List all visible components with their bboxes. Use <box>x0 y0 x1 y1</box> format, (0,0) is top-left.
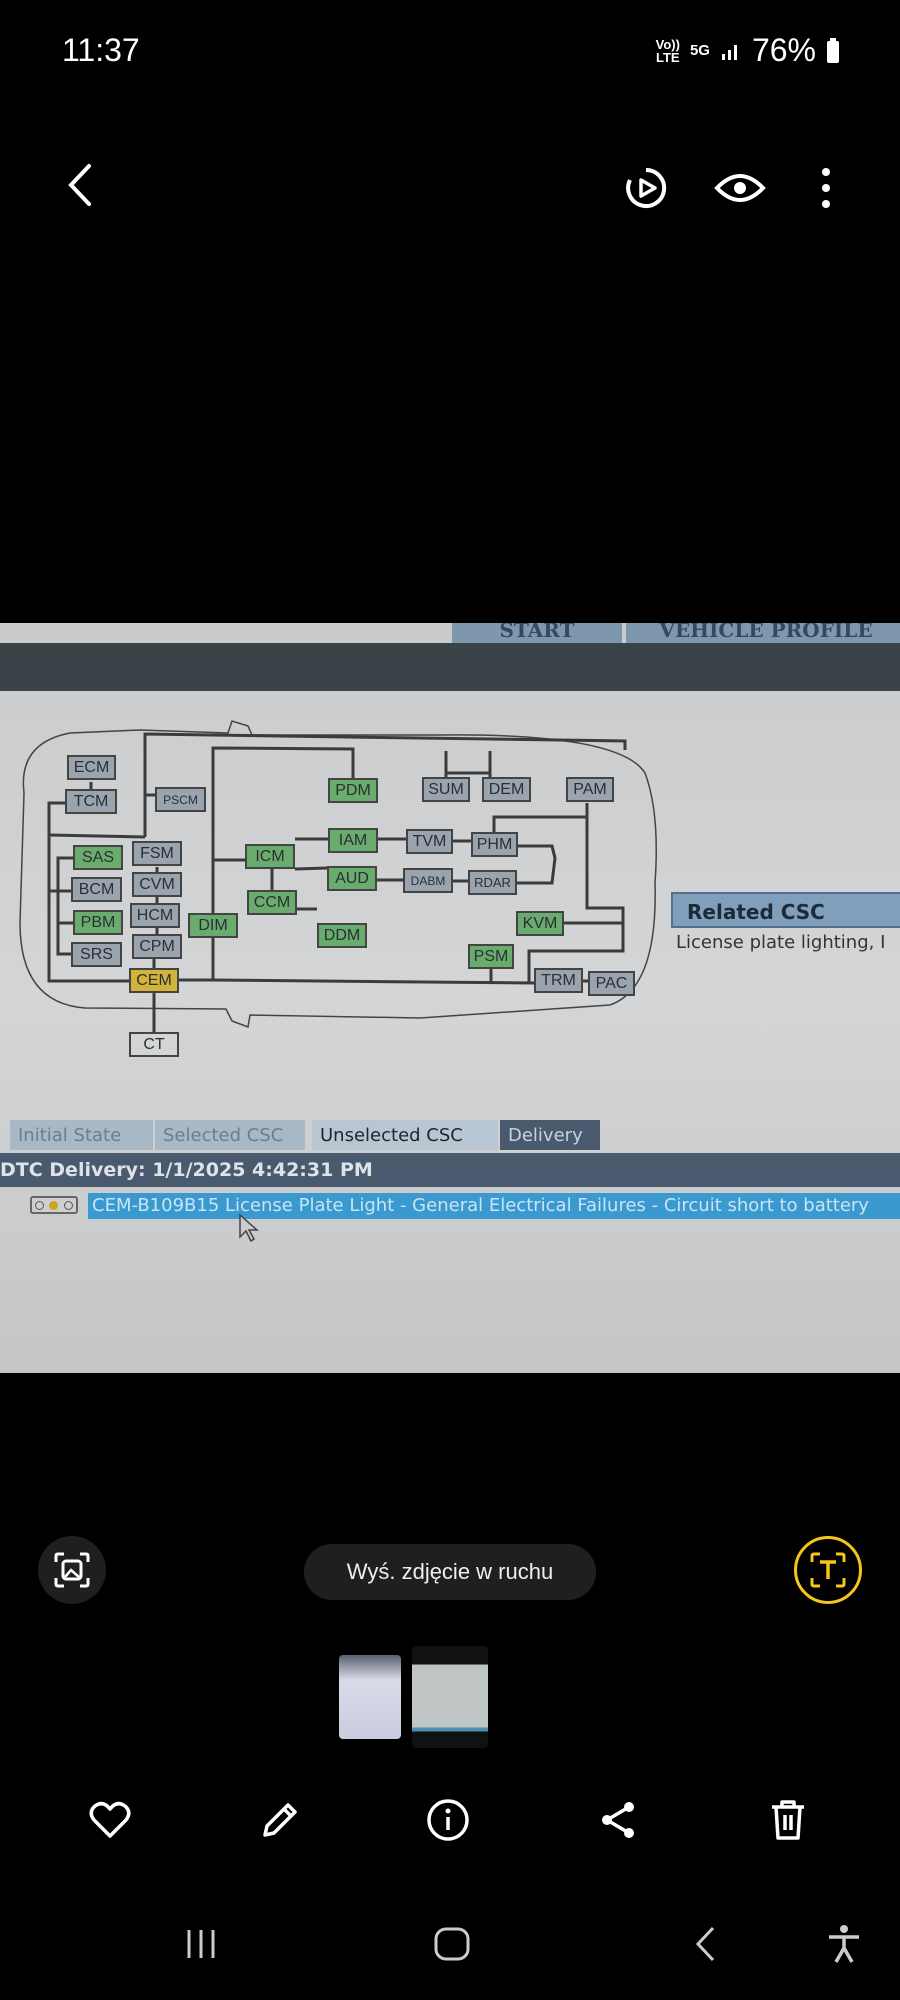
info-icon <box>427 1799 469 1841</box>
recents-icon <box>187 1930 215 1958</box>
nav-recents-button[interactable] <box>176 1924 226 1964</box>
back-button[interactable] <box>60 160 100 210</box>
module-fsm[interactable]: FSM <box>132 841 182 866</box>
module-sas[interactable]: SAS <box>73 845 123 870</box>
module-trm[interactable]: TRM <box>534 968 583 993</box>
module-ccm[interactable]: CCM <box>247 890 297 915</box>
back-icon <box>695 1926 715 1962</box>
trash-icon <box>772 1800 804 1840</box>
module-phm[interactable]: PHM <box>471 832 518 857</box>
delete-button[interactable] <box>764 1796 812 1844</box>
module-hcm[interactable]: HCM <box>130 903 180 928</box>
module-tcm[interactable]: TCM <box>65 789 117 814</box>
thumbnail-current[interactable] <box>412 1646 488 1748</box>
app-header-band <box>0 643 900 691</box>
accessibility-button[interactable] <box>822 1922 866 1966</box>
edit-button[interactable] <box>256 1796 304 1844</box>
motion-photo-button[interactable]: Wyś. zdjęcie w ruchu <box>304 1544 596 1600</box>
share-button[interactable] <box>594 1796 642 1844</box>
battery-icon <box>827 37 839 63</box>
motion-play-icon <box>626 167 667 208</box>
nav-home-button[interactable] <box>428 1924 476 1964</box>
more-options-button[interactable] <box>812 160 840 216</box>
status-icons: Vo))LTE 5G 76% <box>656 32 840 69</box>
module-pdm[interactable]: PDM <box>328 778 378 803</box>
text-extract-button[interactable] <box>794 1536 862 1604</box>
home-icon <box>434 1927 470 1961</box>
dtc-delivery-header: DTC Delivery: 1/1/2025 4:42:31 PM <box>0 1153 900 1187</box>
share-icon <box>602 1802 634 1838</box>
tab-delivery[interactable]: Delivery <box>500 1120 600 1150</box>
image-scan-icon <box>54 1552 90 1588</box>
text-recognition-icon <box>810 1552 846 1588</box>
module-sum[interactable]: SUM <box>422 777 470 802</box>
module-cpm[interactable]: CPM <box>132 934 182 959</box>
network-diagram-lines <box>19 720 657 1032</box>
network-type: 5G <box>689 42 710 59</box>
favorite-button[interactable] <box>86 1796 134 1844</box>
module-pac[interactable]: PAC <box>588 971 635 996</box>
nav-back-button[interactable] <box>686 1924 726 1964</box>
eye-icon <box>714 174 766 202</box>
related-csc-header: Related CSC <box>671 892 900 928</box>
volte-icon: Vo))LTE <box>655 36 680 65</box>
tab-initial-state[interactable]: Initial State <box>10 1120 153 1150</box>
module-pscm[interactable]: PSCM <box>155 787 206 812</box>
more-vertical-icon <box>822 168 830 208</box>
traffic-light-icon <box>30 1196 78 1214</box>
battery-percent: 76% <box>751 32 816 68</box>
photo-content[interactable]: START VEHICLE PROFILE <box>0 623 900 1373</box>
related-csc-text[interactable]: License plate lighting, I <box>676 932 886 953</box>
module-pbm[interactable]: PBM <box>73 910 123 935</box>
module-psm[interactable]: PSM <box>468 944 514 969</box>
pencil-icon <box>263 1803 297 1837</box>
heart-icon <box>89 1801 131 1838</box>
signal-icon <box>721 44 737 60</box>
image-search-button[interactable] <box>38 1536 106 1604</box>
module-ct[interactable]: CT <box>129 1032 179 1057</box>
module-bcm[interactable]: BCM <box>71 877 122 902</box>
module-pam[interactable]: PAM <box>566 777 614 802</box>
module-dim[interactable]: DIM <box>188 913 238 938</box>
tab-selected-csc[interactable]: Selected CSC <box>155 1120 305 1150</box>
module-aud[interactable]: AUD <box>327 866 377 891</box>
tab-unselected-csc[interactable]: Unselected CSC <box>312 1120 498 1150</box>
module-srs[interactable]: SRS <box>71 942 122 967</box>
motion-play-button[interactable] <box>618 160 674 216</box>
module-cvm[interactable]: CVM <box>132 872 182 897</box>
module-dem[interactable]: DEM <box>482 777 531 802</box>
module-ecm[interactable]: ECM <box>67 755 116 780</box>
chevron-left-icon <box>68 164 91 206</box>
module-rdar[interactable]: RDAR <box>468 870 517 895</box>
module-tvm[interactable]: TVM <box>406 829 453 854</box>
module-icm[interactable]: ICM <box>245 844 295 869</box>
module-ddm[interactable]: DDM <box>317 923 367 948</box>
app-tab-vehicle-profile: VEHICLE PROFILE <box>626 623 900 643</box>
module-cem[interactable]: CEM <box>129 968 179 993</box>
mouse-cursor-icon <box>239 1213 259 1243</box>
module-dabm[interactable]: DABM <box>403 868 453 893</box>
thumbnail-previous[interactable] <box>339 1655 401 1739</box>
module-iam[interactable]: IAM <box>328 828 378 853</box>
dtc-row[interactable]: CEM-B109B15 License Plate Light - Genera… <box>88 1193 900 1219</box>
app-tab-start: START <box>452 623 622 643</box>
accessibility-icon <box>829 1925 859 1963</box>
module-kvm[interactable]: KVM <box>516 911 564 936</box>
status-time: 11:37 <box>62 32 140 68</box>
details-button[interactable] <box>424 1796 472 1844</box>
view-button[interactable] <box>712 160 768 216</box>
